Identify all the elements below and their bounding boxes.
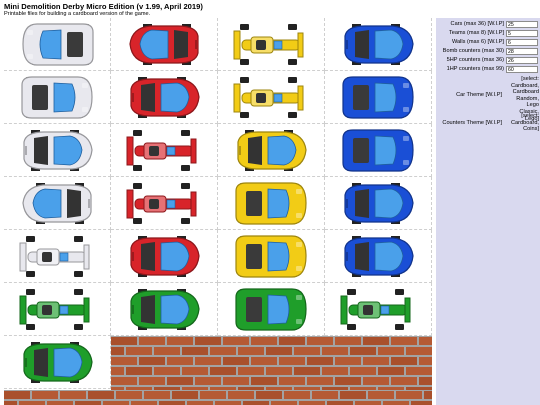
car-token (233, 24, 304, 65)
brick-pattern (111, 336, 432, 390)
setting-label: 5HP counters (max 36) (446, 57, 504, 63)
car-tile (111, 124, 218, 177)
brick-wall (4, 390, 432, 405)
car-tile (218, 71, 325, 124)
page-header: Mini Demolition Derby Micro Edition (v 1… (4, 2, 424, 18)
5hp-counters-input[interactable] (506, 57, 538, 64)
car-token (235, 182, 307, 225)
car-token (19, 236, 90, 277)
car-token (21, 76, 93, 119)
car-tile (111, 18, 218, 71)
car-tile (111, 230, 218, 283)
car-token (237, 130, 307, 171)
car-tile (4, 283, 111, 336)
car-token (130, 289, 200, 330)
car-tile (4, 124, 111, 177)
cars-input[interactable] (506, 21, 538, 28)
car-tile (218, 124, 325, 177)
car-tile (111, 177, 218, 230)
teams-input[interactable] (506, 30, 538, 37)
car-tile (4, 230, 111, 283)
car-token (130, 77, 200, 118)
car-tile (325, 230, 432, 283)
car-tile (325, 18, 432, 71)
setting-label: Teams (max 8) [W.I.P] (448, 30, 504, 36)
car-token (342, 76, 414, 119)
car-token (23, 342, 93, 383)
car-tile (325, 177, 432, 230)
brick-pattern (4, 390, 432, 405)
car-tile (218, 18, 325, 71)
walls-input[interactable] (506, 39, 538, 46)
car-tile (111, 283, 218, 336)
page-title: Mini Demolition Derby Micro Edition (v 1… (4, 2, 203, 11)
car-theme-select[interactable]: [select: Cardboard, Cardboard Random, Le… (511, 76, 539, 122)
car-token (126, 130, 197, 171)
car-token (235, 288, 307, 331)
car-tile (325, 124, 432, 177)
1hp-counters-input[interactable] (506, 66, 538, 73)
car-token (340, 289, 411, 330)
car-token (233, 77, 304, 118)
page-subtitle: Printable files for building a cardboard… (4, 11, 151, 17)
car-tile (4, 336, 111, 389)
car-tile (4, 71, 111, 124)
counters-theme-label: Counters Theme [W.I.P] (442, 120, 502, 126)
car-tile (4, 177, 111, 230)
car-token (344, 236, 414, 277)
settings-panel: Cars (max 36) [W.I.P] Teams (max 8) [W.I… (436, 18, 540, 405)
setting-label: Walls (max 6) [W.I.P] (451, 39, 504, 45)
setting-label: 1HP counters (max 99) (446, 66, 504, 72)
brick-wall (111, 336, 432, 390)
car-token (129, 24, 199, 65)
setting-label: Bomb counters (max 30) (442, 48, 504, 54)
car-token (344, 24, 414, 65)
car-tile (111, 71, 218, 124)
setting-label: Cars (max 36) [W.I.P] (450, 21, 504, 27)
car-token (19, 289, 90, 330)
car-tile (218, 230, 325, 283)
car-token (22, 23, 94, 66)
car-token (235, 235, 307, 278)
car-token (344, 183, 414, 224)
printable-sheet (4, 18, 432, 405)
car-tile (325, 283, 432, 336)
car-token (342, 129, 414, 172)
bomb-counters-input[interactable] (506, 48, 538, 55)
car-tile (218, 177, 325, 230)
car-token (126, 183, 197, 224)
car-tile (218, 283, 325, 336)
car-token (23, 130, 93, 171)
car-theme-label: Car Theme [W.I.P] (456, 92, 502, 98)
counters-theme-select[interactable]: [select: Cardboard, Coins] (511, 113, 539, 133)
car-tile (325, 71, 432, 124)
car-token (22, 183, 92, 224)
car-tile (4, 18, 111, 71)
car-token (130, 236, 200, 277)
